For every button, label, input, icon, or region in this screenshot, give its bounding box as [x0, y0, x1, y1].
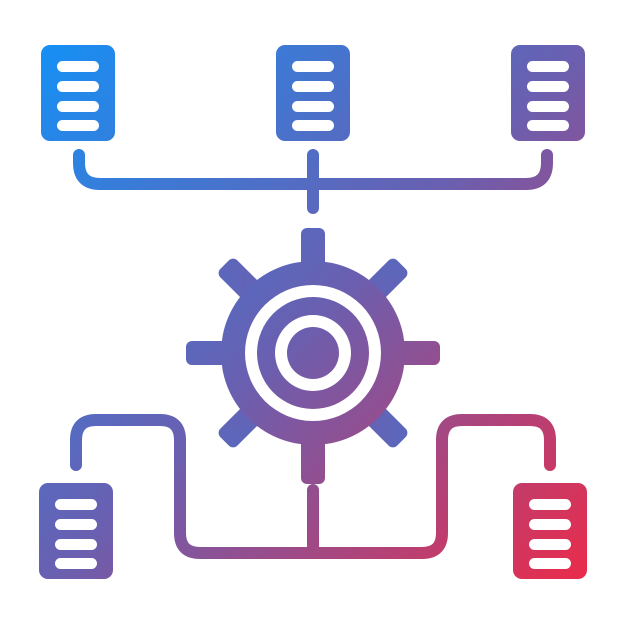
gear-hub [287, 327, 339, 379]
server-bottom-left [39, 483, 113, 579]
bottom-left-link [70, 414, 319, 559]
server-bottom-right [513, 483, 587, 579]
server-top-center [276, 45, 350, 141]
connector-lines [70, 149, 556, 559]
bottom-right-link [307, 414, 556, 559]
server-top-right [511, 45, 585, 141]
server-top-left [41, 45, 115, 141]
